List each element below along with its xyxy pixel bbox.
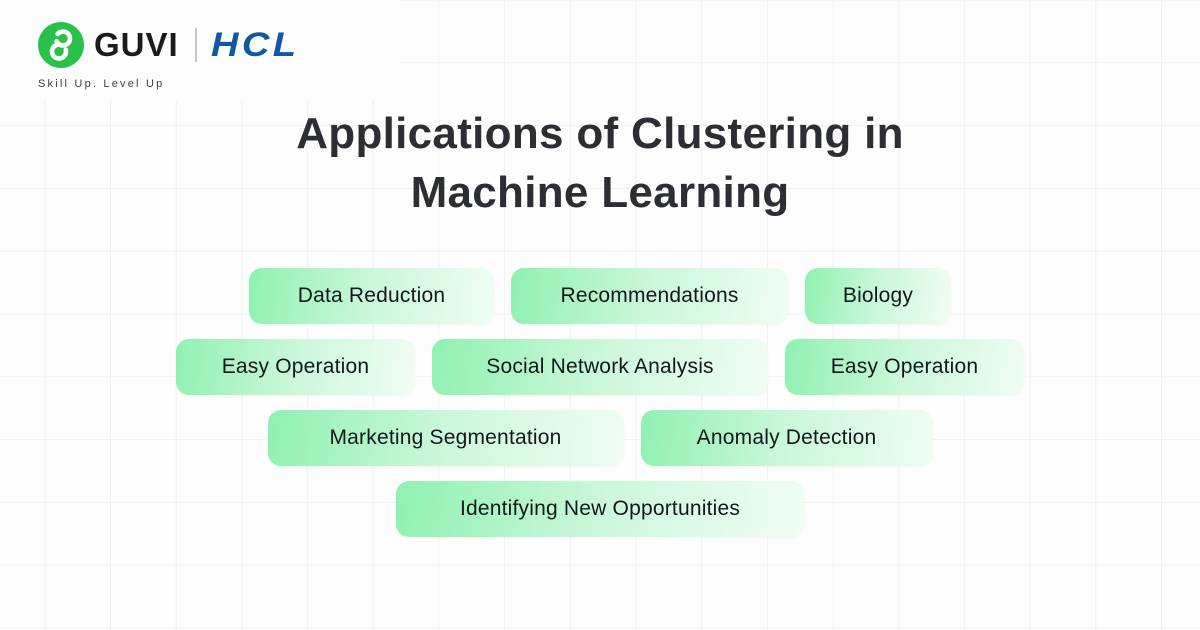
brand-tagline: Skill Up. Level Up [38,78,165,90]
page-title: Applications of Clustering in Machine Le… [0,104,1200,222]
pill-row-1: Data Reduction Recommendations Biology [249,268,951,324]
brand-divider [194,28,197,62]
pill-biology: Biology [805,268,951,324]
hcl-wordmark: HCL [210,26,300,64]
pill-recommendations: Recommendations [511,268,788,324]
pill-row-2: Easy Operation Social Network Analysis E… [176,339,1024,395]
brand-block: GUVI HCL Skill Up. Level Up [38,21,296,90]
page-title-line1: Applications of Clustering in [296,109,904,158]
guvi-logo-icon [38,22,84,68]
pill-marketing-segmentation: Marketing Segmentation [267,410,624,466]
pill-row-3: Marketing Segmentation Anomaly Detection [267,410,933,466]
guvi-wordmark: GUVI [94,26,179,63]
pill-easy-operation-2: Easy Operation [785,339,1024,395]
brand-row: GUVI HCL [38,21,296,69]
pill-social-network-analysis: Social Network Analysis [432,339,768,395]
pill-data-reduction: Data Reduction [249,268,494,324]
application-pills: Data Reduction Recommendations Biology E… [0,268,1200,537]
pill-row-4: Identifying New Opportunities [396,481,804,537]
pill-easy-operation-1: Easy Operation [176,339,415,395]
pill-anomaly-detection: Anomaly Detection [640,410,933,466]
page-title-line2: Machine Learning [410,168,790,217]
pill-identifying-new-opportunities: Identifying New Opportunities [396,481,804,537]
